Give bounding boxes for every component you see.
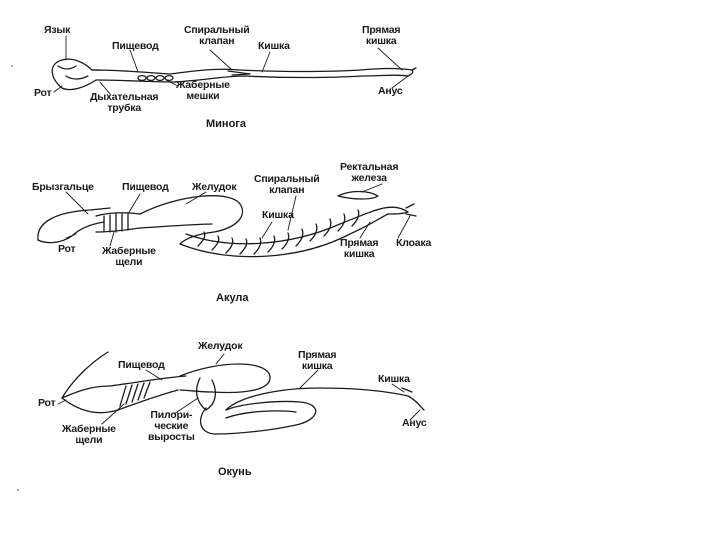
lamprey-label-esophagus: Пищевод [112,41,159,52]
shark-title: Акула [216,292,249,304]
perch-head [62,352,108,398]
perch-label-pyloric: Пилори- ческие выросты [148,410,195,443]
shark-rectal-gland [338,192,378,200]
lamprey-title: Минога [206,118,246,130]
lamprey-label-anus: Анус [378,86,403,97]
perch-label-mouth: Рот [38,398,55,409]
shark-label-mouth: Рот [58,244,75,255]
lamprey-label-resp-tube: Дыхательная трубка [90,92,158,114]
lamprey-esophagus [92,70,170,74]
perch-gill-slits [120,382,150,406]
shark-label-spiracle: Брызгальце [32,182,94,193]
perch-label-gill-slits: Жаберные щели [62,424,116,446]
shark-label-rectum: Прямая кишка [340,238,378,260]
perch-label-stomach: Желудок [198,341,242,352]
perch-esophagus [110,376,186,386]
lamprey-intestine [170,69,412,75]
perch-label-esophagus: Пищевод [118,360,165,371]
lamprey-label-intestine: Кишка [258,41,290,52]
lamprey-label-gill-sacs: Жаберные мешки [176,80,230,102]
perch-intestine [201,401,316,434]
perch-title: Окунь [218,466,252,478]
shark-cloaca [406,204,416,216]
shark-label-spiral-valve: Спиральный клапан [254,174,320,196]
perch-pyloric-caeca [197,378,216,410]
shark-label-gill-slits: Жаберные щели [102,246,156,268]
lamprey-label-tongue: Язык [44,25,70,36]
lamprey-gill-sacs [138,76,173,81]
shark-label-rectal-gland: Ректальная железа [340,162,398,184]
shark-label-intestine: Кишка [262,210,294,221]
lamprey-label-mouth: Рот [34,88,51,99]
perch-drawing [62,352,424,434]
lamprey-label-spiral-valve: Спиральный клапан [184,25,250,47]
shark-label-stomach: Желудок [192,182,236,193]
shark-gill-slits [104,214,128,232]
lamprey-drawing [52,59,416,89]
shark-label-cloaca: Клоака [396,238,431,249]
perch-label-anus: Анус [402,418,427,429]
perch-label-intestine: Кишка [378,374,410,385]
lamprey-head [52,59,100,88]
shark-stomach [140,196,242,244]
perch-stomach [180,364,270,392]
perch-label-rectum: Прямая кишка [298,350,336,372]
shark-esophagus [96,213,140,216]
shark-label-esophagus: Пищевод [122,182,169,193]
lamprey-label-rectum: Прямая кишка [362,25,400,47]
